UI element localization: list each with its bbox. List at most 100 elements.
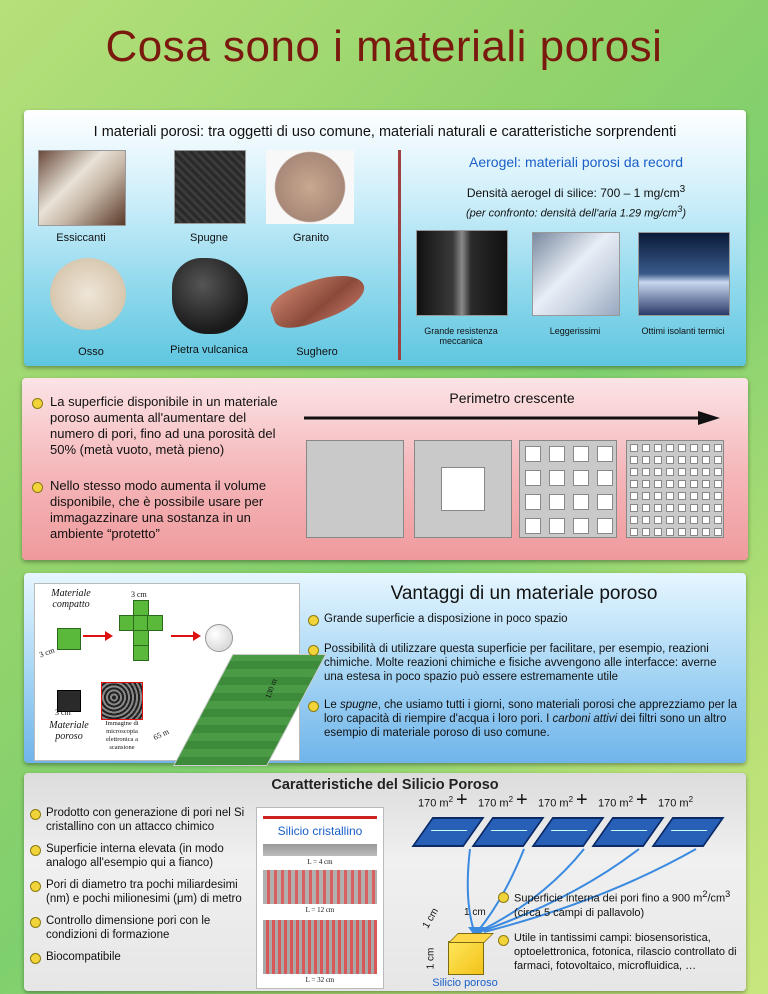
pore (701, 491, 711, 501)
pore (653, 491, 663, 501)
volcanic-rock-photo (172, 258, 248, 334)
advantage-bullet-3: Le spugne, che usiamo tutti i giorni, so… (324, 698, 738, 740)
net-face (133, 600, 149, 616)
text-run: Superficie interna dei pori fino a 900 m (514, 892, 703, 905)
page-title: Cosa sono i materiali porosi (105, 22, 663, 71)
comparison-figure: Materiale compatto 3 cm 3 cm 130 m 65 m … (34, 583, 327, 766)
pore (677, 443, 687, 453)
caption-light: Leggerissimi (549, 326, 601, 336)
text-run-italic: carboni attivi (552, 713, 618, 725)
pore (689, 443, 699, 453)
surface-line (263, 816, 377, 819)
porous-cube (57, 690, 81, 712)
pore (713, 491, 723, 501)
pore (641, 443, 651, 453)
pore (701, 527, 711, 537)
net-dim-label: 3 cm (131, 590, 147, 599)
pore (665, 479, 675, 489)
caption-volcanic-rock: Pietra vulcanica (170, 344, 248, 356)
bullet-icon (308, 701, 319, 712)
pore (597, 446, 613, 462)
bullet-icon (32, 398, 43, 409)
pore (641, 467, 651, 477)
advantages-panel: Materiale compatto 3 cm 3 cm 130 m 65 m … (24, 573, 746, 766)
pore (653, 479, 663, 489)
court-area-sup: 2 (448, 795, 454, 804)
pore (641, 479, 651, 489)
pore (573, 446, 589, 462)
pore (629, 479, 639, 489)
pore (677, 515, 687, 525)
aerogel-insulation-photo (638, 232, 730, 316)
net-face (133, 645, 149, 661)
bullet-icon (30, 917, 41, 928)
text-run: /cm (707, 892, 726, 905)
pore (713, 443, 723, 453)
L-label-1: L = 4 cm (307, 858, 333, 866)
pore (701, 479, 711, 489)
aerogel-compare: (per confronto: densità dell'aria 1.29 m… (416, 204, 736, 220)
square-16-pores (519, 440, 617, 538)
caption-cork: Sughero (296, 346, 338, 358)
pore (689, 455, 699, 465)
pore (713, 467, 723, 477)
aerogel-compare-end: ) (682, 207, 686, 220)
pore (677, 479, 687, 489)
aerogel-density-text: Densità aerogel di silice: 700 – 1 mg/cm (466, 186, 680, 200)
aerogel-compare-sup: 3 (677, 204, 683, 214)
cube-top (448, 933, 494, 943)
pore (653, 455, 663, 465)
pore (689, 515, 699, 525)
court-area-sup: 2 (568, 795, 574, 804)
pore (653, 503, 663, 513)
pore (701, 443, 711, 453)
pore (441, 467, 485, 511)
surface-bullet-2: Nello stesso modo aumenta il volume disp… (50, 478, 267, 541)
pore (525, 470, 541, 486)
pore (677, 503, 687, 513)
surface-bullet-1: La superficie disponibile in un material… (50, 394, 278, 457)
pore (629, 515, 639, 525)
pore (629, 491, 639, 501)
silicon-panel: Caratteristiche del Silicio Poroso Prodo… (24, 773, 746, 991)
porous-cube-dim: 3 cm (55, 708, 71, 717)
pore (525, 446, 541, 462)
square-one-pore (414, 440, 512, 538)
granite-photo (266, 150, 354, 224)
silicon-right-1: Superficie interna dei pori fino a 900 m… (514, 887, 742, 920)
bullet-icon (30, 809, 41, 820)
silicon-bullet-1: Prodotto con generazione di pori nel Si … (46, 807, 245, 833)
bone-photo (50, 258, 126, 330)
square-solid (306, 440, 404, 538)
football-field (173, 654, 327, 766)
pore (573, 494, 589, 510)
compact-label: Materiale compatto (51, 588, 91, 610)
text-run: dei filtri sono un altro esempio di mate… (324, 713, 727, 739)
court-area-label: 170 m2 (658, 795, 694, 810)
silicon-bullet-2: Superficie interna elevata (in modo anal… (46, 843, 224, 869)
silicon-right-2: Utile in tantissimi campi: biosensoristi… (514, 932, 737, 972)
pore (701, 455, 711, 465)
pore (689, 527, 699, 537)
pore (689, 503, 699, 513)
porous-label: Materiale poroso (49, 720, 89, 742)
aerogel-density-sup: 3 (679, 184, 686, 195)
cube-side-label: 1 cm (464, 907, 486, 918)
pore (653, 443, 663, 453)
pore (665, 467, 675, 477)
pore (701, 467, 711, 477)
pore (677, 467, 687, 477)
cube-dim-label: 3 cm (37, 645, 56, 660)
court-area-label: 170 m2 (478, 795, 514, 810)
text-run: , che usiamo tutti i giorni, sono materi… (324, 699, 737, 725)
pore (713, 515, 723, 525)
pore (653, 527, 663, 537)
pore (665, 503, 675, 513)
bullet-icon (32, 482, 43, 493)
surface-panel: La superficie disponibile in un material… (22, 378, 748, 560)
aerogel-title: Aerogel: materiali porosi da record (469, 154, 683, 170)
sem-caption: Immagine di microscopia elettronica a sc… (105, 720, 139, 751)
silicon-bullet-5: Biocompatibile (46, 951, 121, 963)
caption-bone: Osso (78, 346, 104, 358)
